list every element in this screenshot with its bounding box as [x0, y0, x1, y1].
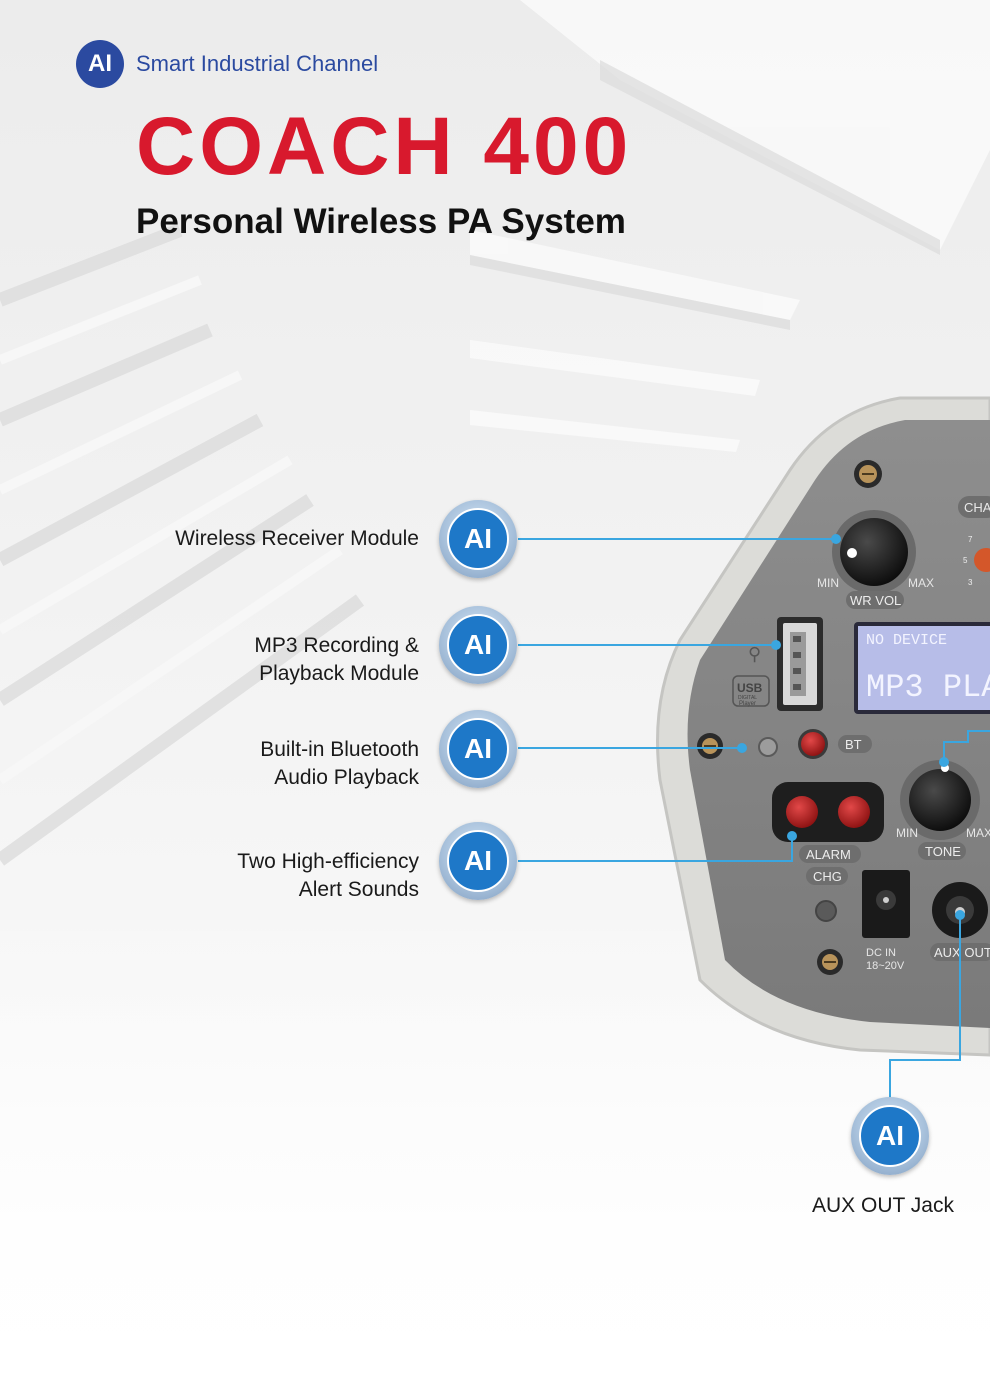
- aux-out-label: AUX OUT: [934, 945, 990, 960]
- alarm-button-2[interactable]: [838, 796, 870, 828]
- screw-icon: [697, 460, 882, 975]
- svg-text:MIN: MIN: [817, 576, 839, 590]
- feature-label-alert-sounds: Two High-efficiency Alert Sounds: [237, 850, 419, 901]
- ai-badge-icon: AI: [439, 500, 517, 578]
- svg-text:18~20V: 18~20V: [866, 960, 905, 972]
- charge-led: [815, 900, 837, 922]
- svg-text:MAX: MAX: [966, 826, 990, 840]
- alarm-label: ALARM: [806, 847, 851, 862]
- cha-pill: [958, 496, 990, 518]
- dc-in-label: DC IN: [866, 947, 896, 959]
- svg-text:MAX: MAX: [908, 576, 934, 590]
- product-title: COACH 400: [136, 101, 633, 192]
- channel-dial: [974, 548, 990, 572]
- leader-dots: [737, 534, 965, 920]
- lcd-mode: MP3 PLAY: [866, 669, 990, 706]
- svg-text:Player: Player: [739, 701, 756, 707]
- leader-lines: [518, 538, 990, 1098]
- usb-label: USB: [737, 681, 763, 695]
- wall-slats: [0, 223, 365, 866]
- bt-button[interactable]: [801, 732, 825, 756]
- svg-text:5: 5: [963, 556, 968, 565]
- wall-highlights: [0, 275, 343, 785]
- ai-badge-icon: AI: [439, 606, 517, 684]
- wr-vol-knob: [840, 518, 908, 586]
- brand-name: Smart Industrial Channel: [136, 51, 379, 76]
- feature-label-wireless-receiver: Wireless Receiver Module: [175, 527, 419, 550]
- svg-text:7: 7: [968, 535, 973, 544]
- wr-vol-label: WR VOL: [850, 593, 901, 608]
- lcd-screen: [858, 626, 990, 710]
- lcd-status: NO DEVICE: [866, 632, 947, 649]
- ai-badge-icon: AI: [439, 710, 517, 788]
- svg-text:MIN: MIN: [896, 826, 918, 840]
- brand-logo-icon: AI: [76, 40, 124, 88]
- brand-header: AI Smart Industrial Channel: [76, 40, 378, 88]
- svg-text:DIGITAL: DIGITAL: [738, 695, 757, 701]
- bt-label: BT: [845, 737, 862, 752]
- svg-text:3: 3: [968, 578, 973, 587]
- tone-knob: [909, 769, 971, 831]
- ceiling-slats: [470, 0, 990, 452]
- feature-label-aux-out: AUX OUT Jack: [812, 1194, 954, 1217]
- bt-indicator-led: [758, 737, 778, 757]
- product-subtitle: Personal Wireless PA System: [136, 202, 626, 241]
- usb-icon: ⚲: [748, 644, 761, 664]
- tone-label: TONE: [925, 844, 961, 859]
- feature-label-bluetooth: Built-in Bluetooth Audio Playback: [260, 738, 419, 789]
- cha-label: CHA: [964, 500, 990, 515]
- feature-label-mp3: MP3 Recording & Playback Module: [254, 634, 419, 685]
- alarm-button-1[interactable]: [786, 796, 818, 828]
- chg-label: CHG: [813, 869, 842, 884]
- ai-badge-icon: AI: [439, 822, 517, 900]
- ai-badge-icon: AI: [851, 1097, 929, 1175]
- ceiling-shadows: [470, 60, 940, 330]
